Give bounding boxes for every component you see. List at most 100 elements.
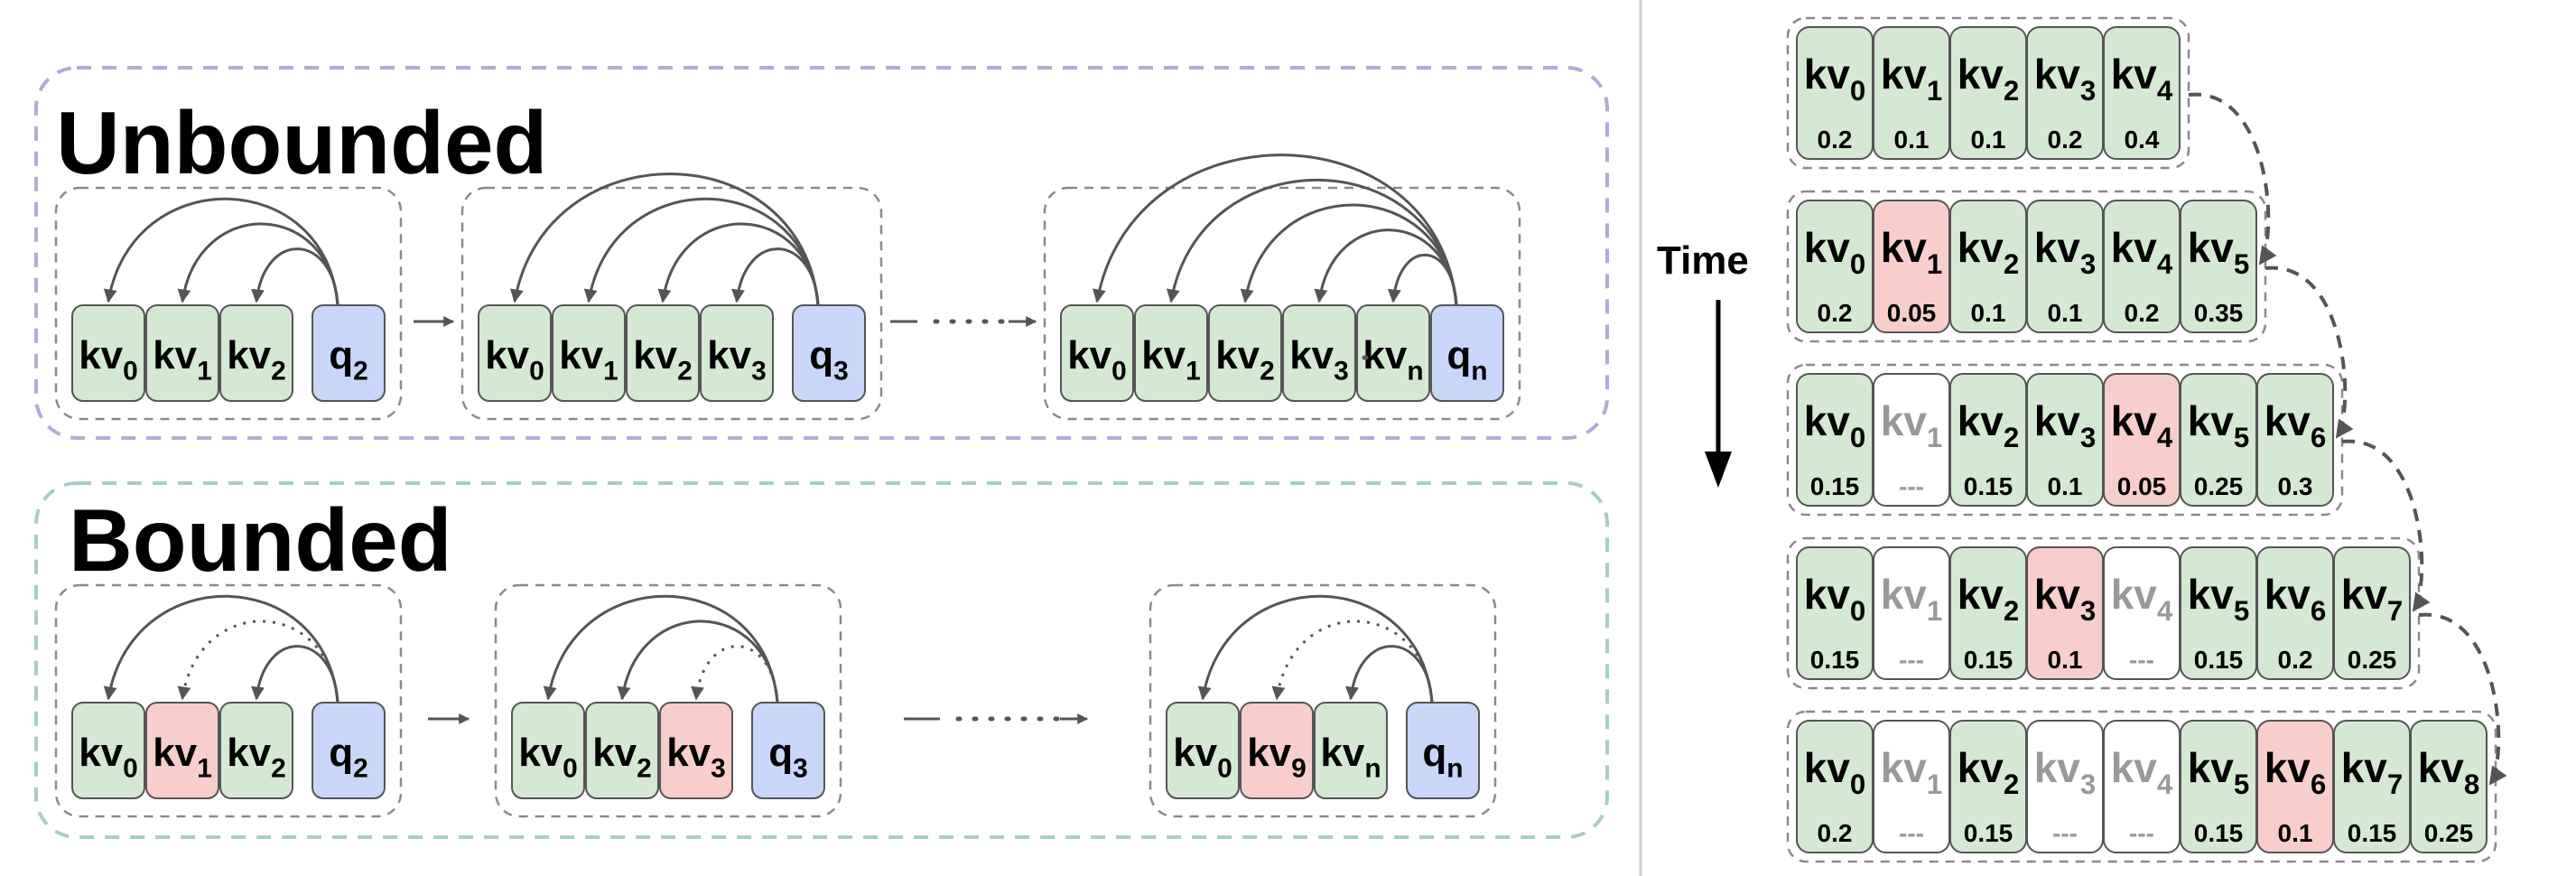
bounded-cell <box>71 702 145 799</box>
bounded-attention-arc <box>543 594 779 704</box>
unbounded-cell-label: kv2 <box>633 333 693 386</box>
bounded-cell <box>312 702 386 799</box>
bounded-cell <box>219 702 293 799</box>
cache-cell-score: 0.2 <box>1818 126 1853 154</box>
cache-cell-score: 0.1 <box>2048 646 2083 674</box>
unbounded-title: Unbounded <box>56 93 547 192</box>
cache-cell <box>2103 26 2181 160</box>
bounded-cell <box>751 702 825 799</box>
cache-cell-label: kv2 <box>1958 397 2020 453</box>
cache-cell-label: kv8 <box>2418 744 2480 800</box>
cache-cell-score: 0.2 <box>1818 299 1853 327</box>
cache-cell <box>2410 720 2488 853</box>
unbounded-cell <box>478 304 552 402</box>
bounded-attention-arc <box>1271 620 1434 704</box>
cache-cell-score: 0.2 <box>2048 126 2083 154</box>
unbounded-cell-label: kv2 <box>1215 333 1275 386</box>
cache-cell-label: kv6 <box>2264 744 2327 800</box>
bounded-attention-arc <box>177 620 339 704</box>
unbounded-attention-arc <box>177 222 339 306</box>
cache-cell-score: 0.15 <box>2348 819 2397 847</box>
cache-cell-score: 0.25 <box>2194 472 2244 500</box>
unbounded-cell-label: q3 <box>809 333 849 386</box>
unbounded-attention-arc <box>583 197 820 306</box>
cache-cell-label: kv5 <box>2188 744 2250 800</box>
cache-cell-score: 0.2 <box>2125 299 2160 327</box>
unbounded-cell-label: kv0 <box>485 333 544 386</box>
unbounded-attention-arc <box>731 247 820 306</box>
unbounded-cell-label: kv2 <box>227 333 286 386</box>
cache-cell-score: --- <box>1899 646 1924 674</box>
cache-cell-score: 0.1 <box>2048 472 2083 500</box>
bounded-step-box <box>1149 583 1497 818</box>
cache-cell-label: kv0 <box>1804 744 1866 800</box>
cache-cell-label: kv4 <box>2111 744 2173 800</box>
unbounded-cell <box>145 304 219 402</box>
unbounded-cell <box>792 304 866 402</box>
bounded-cell-label: kv2 <box>592 731 652 783</box>
cache-cell-score: 0.15 <box>1810 472 1860 500</box>
bounded-cell <box>1314 702 1388 799</box>
cache-timeline: kv00.2kv10.1kv20.1kv30.2kv40.4kv00.2kv10… <box>1786 16 2507 863</box>
unbounded-cell <box>552 304 626 402</box>
unbounded-step-box <box>460 186 883 421</box>
bounded-cell <box>1240 702 1314 799</box>
cache-cell-label: kv0 <box>1804 51 1866 107</box>
cache-cell-score: 0.25 <box>2424 819 2474 847</box>
cache-cell-label: kv0 <box>1804 397 1866 453</box>
cache-cell-label: kv1 <box>1881 744 1943 800</box>
cache-cell-score: 0.1 <box>1894 126 1930 154</box>
bounded-cell-label: kv9 <box>1247 731 1307 783</box>
unbounded-cell-label: kv0 <box>1067 333 1127 386</box>
unbounded-attention-arc <box>1387 253 1458 306</box>
cache-transfer-arrow <box>2341 439 2431 612</box>
cache-cell <box>2333 546 2411 680</box>
unbounded-cell-label: q2 <box>329 333 368 386</box>
unbounded-attention-arc <box>1166 178 1458 306</box>
unbounded-cell <box>219 304 293 402</box>
cache-cell-score: 0.15 <box>2194 819 2244 847</box>
cache-cell-score: --- <box>2052 819 2078 847</box>
cache-cell-label: kv4 <box>2111 51 2173 107</box>
unbounded-cell-label: kv3 <box>1289 333 1349 386</box>
cache-cell-score: 0.15 <box>1964 819 2013 847</box>
bounded-section-border <box>34 481 1609 839</box>
bounded-cell-label: kv3 <box>666 731 726 783</box>
cache-cell-label: kv5 <box>2188 571 2250 627</box>
bounded-cell <box>585 702 659 799</box>
cache-cell-label: kv2 <box>1958 571 2020 627</box>
bounded-step-box <box>494 583 842 818</box>
cache-cell-score: 0.15 <box>1810 646 1860 674</box>
cache-row-box <box>1786 536 2421 690</box>
unbounded-cell-label: kv1 <box>1141 333 1201 386</box>
unbounded-cell-label: kv1 <box>153 333 212 386</box>
cache-cell-score: 0.1 <box>1971 299 2006 327</box>
unbounded-cell <box>1208 304 1282 402</box>
time-label: Time <box>1657 238 1749 283</box>
unbounded-cell-label: kv0 <box>79 333 138 386</box>
unbounded-cell <box>1134 304 1208 402</box>
cache-cell-score: 0.15 <box>1964 472 2013 500</box>
bounded-cell-label: kvn <box>1320 731 1381 783</box>
unbounded-cell <box>1430 304 1504 402</box>
bounded-cell-label: kv1 <box>153 731 212 783</box>
cache-cell-label: kv3 <box>2034 744 2097 800</box>
unbounded-attention-arc <box>103 197 339 306</box>
bounded-cell-label: q3 <box>768 731 808 783</box>
bounded-cell-label: kv0 <box>79 731 138 783</box>
cache-cell-label: kv3 <box>2034 397 2097 453</box>
bounded-cell-label: kv0 <box>1173 731 1232 783</box>
cache-cell-score: --- <box>1899 819 1924 847</box>
unbounded-cell <box>312 304 386 402</box>
cache-cell-label: kv1 <box>1881 224 1943 280</box>
bounded-cell-label: qn <box>1422 731 1463 783</box>
cache-transfer-arrow <box>2264 266 2354 439</box>
cache-cell-score: 0.15 <box>2194 646 2244 674</box>
bounded-step-box <box>54 583 403 818</box>
cache-cell-score: 0.1 <box>2278 819 2313 847</box>
unbounded-attention-arc <box>509 172 820 306</box>
unbounded-cell <box>1282 304 1356 402</box>
